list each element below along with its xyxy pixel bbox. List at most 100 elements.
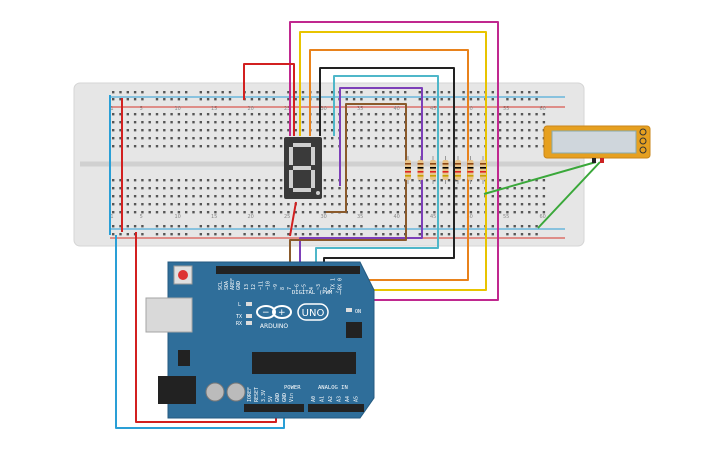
breadboard-hole [513, 187, 516, 190]
vin-label: Vin [289, 393, 295, 402]
breadboard-hole [206, 121, 210, 124]
switch-knob-3[interactable] [639, 146, 647, 154]
wire-red-display[interactable] [289, 201, 297, 237]
breadboard-hole [221, 233, 224, 236]
resistor-group[interactable] [405, 156, 486, 184]
breadboard-hole [141, 129, 144, 132]
power-header[interactable] [244, 404, 304, 412]
wire-black[interactable] [319, 67, 455, 268]
breadboard-hole [214, 195, 217, 198]
resistor[interactable] [467, 156, 474, 184]
resistor[interactable] [405, 156, 411, 184]
breadboard-hole [185, 225, 188, 228]
breadboard-hole [126, 129, 129, 132]
wire-green-1[interactable] [483, 161, 597, 195]
breadboard-hole [506, 113, 509, 116]
breadboard-hole [287, 129, 290, 132]
switch-knob-2[interactable] [639, 137, 647, 145]
breadboard-hole [462, 233, 465, 236]
breadboard-hole [462, 91, 465, 94]
ioref-label: IOREF [247, 387, 253, 402]
breadboard-hole [535, 113, 538, 116]
resistor[interactable] [480, 156, 486, 184]
breadboard-hole [185, 145, 188, 148]
breadboard-hole [177, 211, 181, 214]
resistor[interactable] [417, 156, 424, 184]
breadboard-hole [148, 137, 151, 140]
breadboard-hole [462, 187, 465, 190]
wire-cyan[interactable] [315, 75, 439, 268]
resistor[interactable] [430, 156, 436, 184]
breadboard-hole [433, 203, 436, 206]
breadboard-hole [498, 195, 502, 198]
resistor[interactable] [442, 156, 449, 184]
breadboard-hole [221, 129, 224, 132]
breadboard-hole [491, 225, 494, 228]
wire-red-top[interactable] [243, 63, 295, 136]
breadboard-hole [170, 203, 173, 206]
breadboard-hole [316, 91, 319, 94]
sda-label: SDA [224, 281, 230, 290]
breadboard-hole [469, 225, 473, 228]
breadboard-hole [506, 225, 509, 228]
breadboard-hole [425, 98, 429, 101]
on-label: ON [355, 309, 361, 315]
breadboard-hole [301, 233, 305, 236]
slide-switch[interactable] [543, 125, 651, 163]
breadboard-hole [433, 113, 436, 116]
breadboard-hole [272, 145, 275, 148]
breadboard-hole [462, 225, 465, 228]
breadboard-hole [250, 137, 254, 140]
breadboard-hole [506, 203, 509, 206]
wire-blue-gnd[interactable] [109, 95, 285, 429]
breadboard-hole [163, 195, 166, 198]
wire-green-2[interactable] [537, 161, 601, 229]
breadboard-hole [389, 179, 392, 182]
breadboard-hole [491, 98, 494, 101]
breadboard-hole [520, 233, 524, 236]
resistor[interactable] [455, 156, 461, 184]
breadboard-hole [141, 137, 144, 140]
breadboard-hole [112, 121, 115, 124]
breadboard-hole [418, 225, 421, 228]
breadboard-hole [192, 145, 195, 148]
breadboard-hole [396, 233, 400, 236]
breadboard-hole [177, 179, 181, 182]
breadboard-hole [228, 137, 232, 140]
breadboard-hole [250, 211, 254, 214]
breadboard-hole [199, 187, 202, 190]
breadboard[interactable]: 1155101015152020252530303535404045455050… [73, 82, 585, 247]
breadboard-hole [206, 129, 210, 132]
breadboard-hole [206, 98, 210, 101]
breadboard-hole [126, 145, 129, 148]
breadboard-hole [542, 121, 546, 124]
breadboard-hole [477, 98, 480, 101]
column-number: 20 [248, 214, 254, 220]
breadboard-hole [155, 233, 159, 236]
breadboard-hole [469, 98, 473, 101]
analog-header[interactable] [308, 404, 364, 412]
breadboard-hole [206, 91, 210, 94]
breadboard-hole [133, 121, 137, 124]
breadboard-hole [520, 211, 524, 214]
breadboard-hole [374, 179, 378, 182]
wire-brown[interactable] [289, 103, 407, 268]
reset-button-cap[interactable] [178, 270, 188, 280]
breadboard-hole [506, 195, 509, 198]
seven-segment-display[interactable] [284, 137, 322, 199]
breadboard-hole [477, 145, 480, 148]
breadboard-hole [243, 137, 246, 140]
breadboard-hole [360, 145, 363, 148]
arduino-uno-board[interactable]: − + UNO ARDUINO DIGITAL (PWM ~) POWER AN… [145, 261, 375, 419]
breadboard-hole [265, 195, 268, 198]
breadboard-hole [155, 195, 159, 198]
breadboard-hole [447, 137, 451, 140]
breadboard-hole [462, 113, 465, 116]
digital-header[interactable] [216, 266, 360, 274]
breadboard-hole [294, 121, 297, 124]
switch-knob-1[interactable] [639, 128, 647, 136]
breadboard-hole [433, 129, 436, 132]
breadboard-hole [287, 233, 290, 236]
breadboard-hole [301, 113, 305, 116]
